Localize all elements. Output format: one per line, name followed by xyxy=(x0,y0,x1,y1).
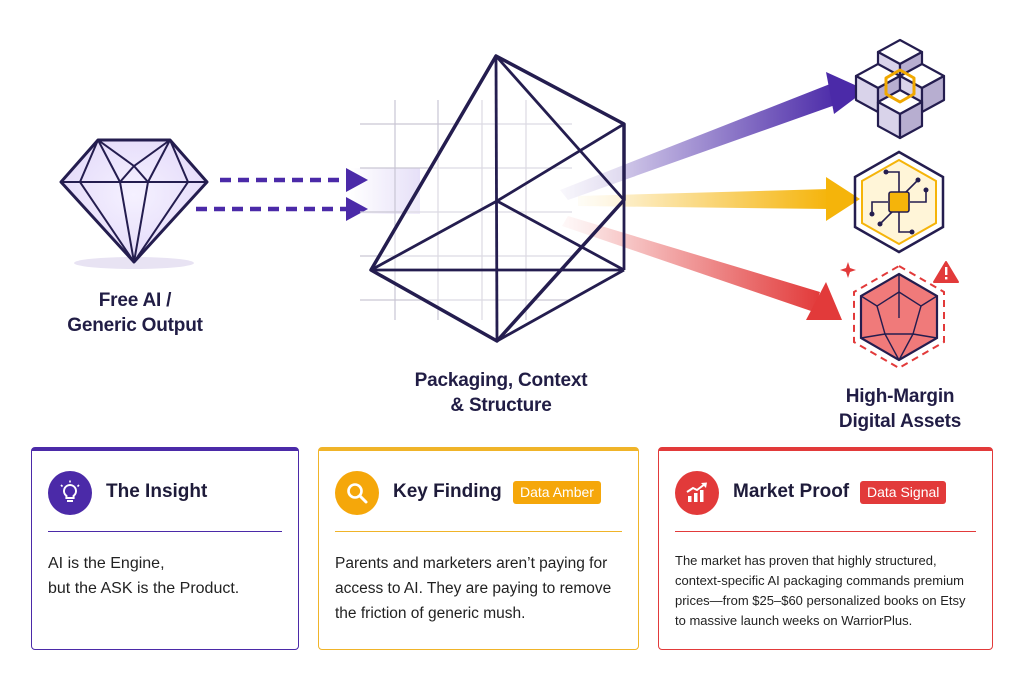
prism-icon xyxy=(369,54,626,343)
data-signal-badge: Data Signal xyxy=(860,481,947,504)
divider xyxy=(335,531,622,532)
output-beams xyxy=(560,72,866,320)
lightbulb-icon xyxy=(48,471,92,515)
finding-card-body: Parents and marketers aren’t paying for … xyxy=(335,551,626,626)
proof-line: to massive launch weeks on WarriorPlus. xyxy=(675,613,913,628)
finding-card-header: Key Finding Data Amber xyxy=(335,471,622,515)
insight-card-body: AI is the Engine, but the ASK is the Pro… xyxy=(48,551,286,601)
insight-line: AI is the Engine, xyxy=(48,555,165,572)
finding-line: access to AI. They are paying to remove xyxy=(335,580,612,597)
source-label-line1: Free AI / xyxy=(98,290,172,311)
divider xyxy=(48,531,282,532)
source-label-line2: Generic Output xyxy=(67,315,203,336)
diamond-icon xyxy=(59,138,209,269)
red-crystal-icon xyxy=(853,264,945,370)
data-amber-badge: Data Amber xyxy=(513,481,601,504)
insight-card-title: The Insight xyxy=(106,481,208,502)
sparkle-icon xyxy=(840,262,856,278)
finding-card-title: Key Finding xyxy=(393,481,502,502)
output-label: High-Margin Digital Assets xyxy=(820,384,980,434)
proof-card: Market Proof Data Signal The market has … xyxy=(658,447,993,650)
source-label: Free AI / Generic Output xyxy=(40,288,230,338)
proof-line: The market has proven that highly struct… xyxy=(675,553,937,568)
prism-grid xyxy=(360,100,572,320)
finding-card: Key Finding Data Amber Parents and marke… xyxy=(318,447,639,650)
circuit-chip-icon xyxy=(853,150,945,254)
input-arrows xyxy=(196,168,368,221)
proof-line: context-specific AI packaging commands p… xyxy=(675,573,965,588)
cube-cluster-icon xyxy=(854,38,946,140)
divider xyxy=(675,531,976,532)
transform-label-line1: Packaging, Context xyxy=(414,370,588,391)
transform-label: Packaging, Context & Structure xyxy=(396,368,606,418)
finding-line: Parents and marketers aren’t paying for xyxy=(335,555,608,572)
proof-card-header: Market Proof Data Signal xyxy=(675,471,976,515)
insight-card: The Insight AI is the Engine, but the AS… xyxy=(31,447,299,650)
finding-line: the friction of generic mush. xyxy=(335,605,526,622)
trending-chart-icon xyxy=(675,471,719,515)
transform-label-line2: & Structure xyxy=(450,395,552,416)
output-label-line1: High-Margin xyxy=(845,386,955,407)
warning-icon xyxy=(933,261,959,283)
output-label-line2: Digital Assets xyxy=(838,411,962,432)
insight-line: but the ASK is the Product. xyxy=(48,580,240,597)
insight-card-header: The Insight xyxy=(48,471,282,515)
magnifier-icon xyxy=(335,471,379,515)
proof-card-body: The market has proven that highly struct… xyxy=(675,551,980,631)
flow-diagram xyxy=(59,38,959,370)
proof-line: prices—from $25–$60 personalized books o… xyxy=(675,593,966,608)
proof-card-title: Market Proof xyxy=(733,481,850,502)
